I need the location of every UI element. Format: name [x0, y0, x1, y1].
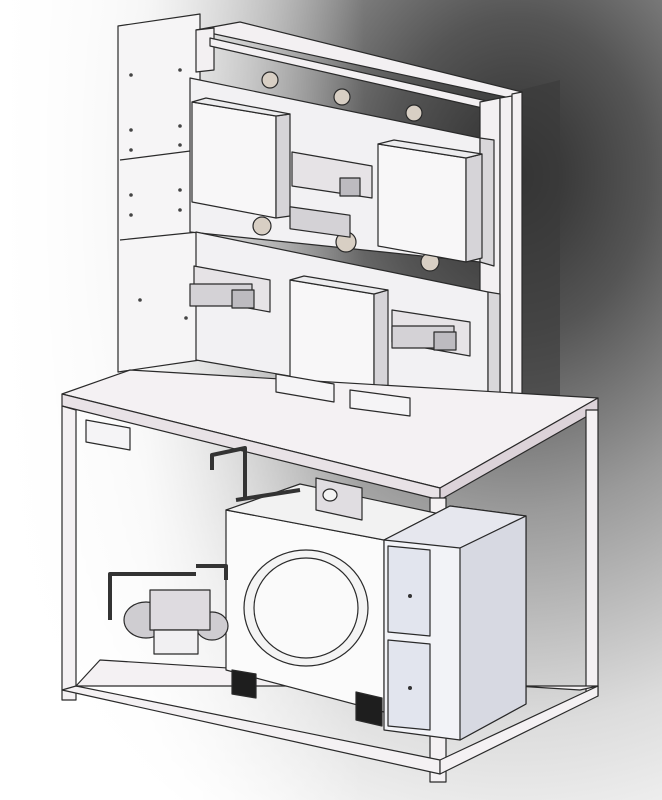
hydraulic-cylinder-3: [391, 309, 471, 357]
manifold-blocks: [85, 373, 411, 451]
table-top: [61, 369, 599, 501]
electrical-cabinet: [383, 505, 527, 741]
control-valve: [315, 477, 363, 521]
pump-motor: [123, 589, 229, 655]
hydraulic-piping: [108, 446, 301, 620]
component-box-1: [191, 97, 291, 219]
component-box-2: [377, 139, 483, 263]
tank-feet: [231, 669, 383, 727]
component-box-3: [289, 275, 389, 399]
hydraulic-cylinder-1: [289, 151, 373, 238]
back-shadow: [520, 80, 560, 430]
back-board: [117, 13, 201, 373]
port-circles: [252, 71, 440, 272]
hydraulic-cylinder-2: [189, 265, 271, 313]
